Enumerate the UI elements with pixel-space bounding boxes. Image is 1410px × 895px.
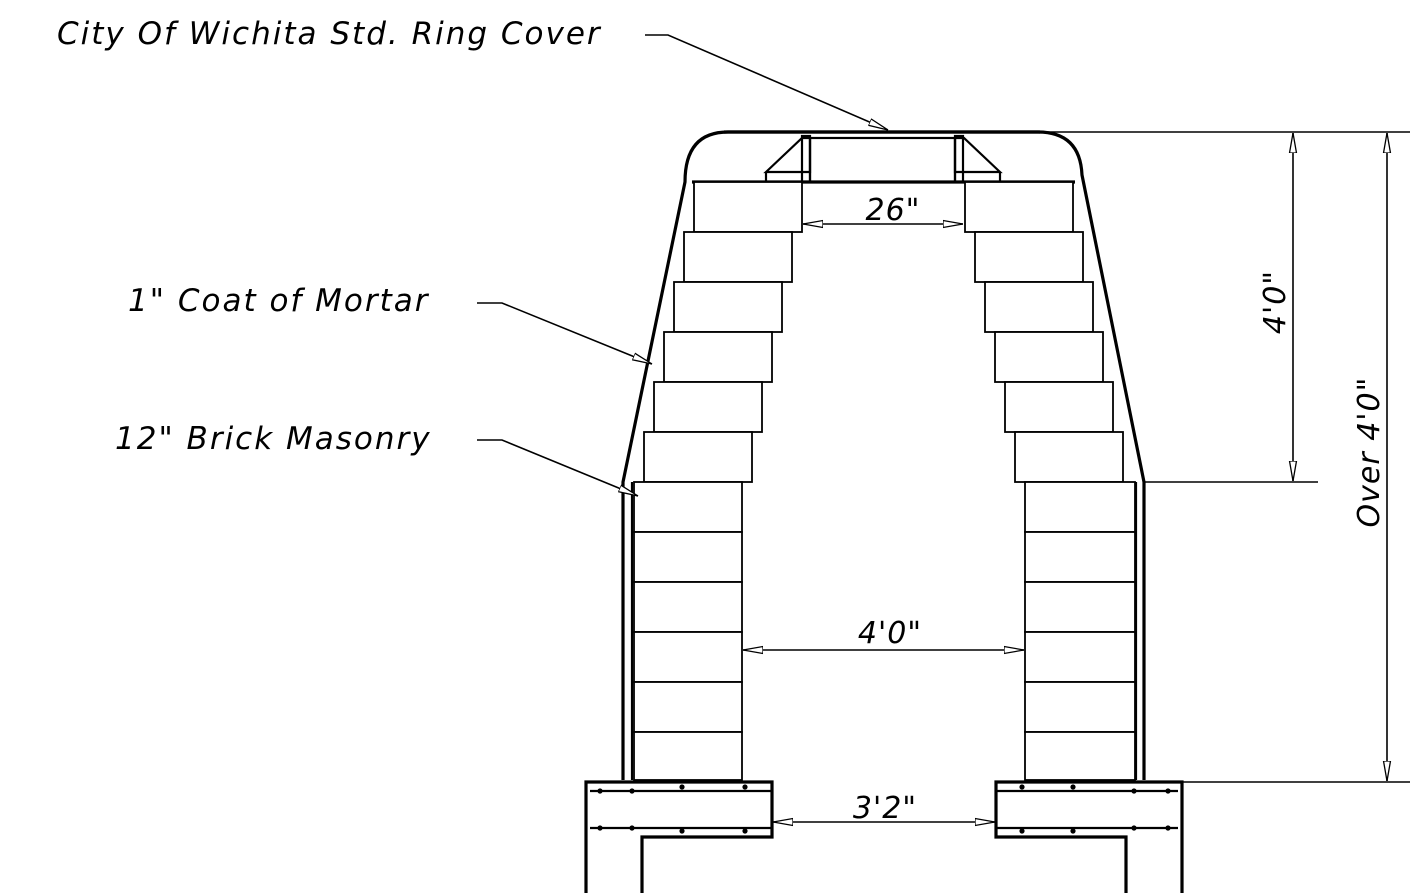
label-ring-cover: City Of Wichita Std. Ring Cover [57, 16, 602, 52]
leader-mortar [477, 302, 652, 365]
dimension-opening: 26" [866, 193, 921, 228]
label-brick-masonry: 12" Brick Masonry [115, 421, 432, 457]
brick-wall-right [964, 181, 1136, 781]
brick-wall-left [633, 181, 803, 781]
ring-cover [692, 130, 1075, 184]
leader-brick [477, 439, 638, 497]
base-slab [584, 780, 1184, 893]
dimension-total-height: Over 4'0" [1352, 377, 1387, 528]
label-mortar: 1" Coat of Mortar [128, 283, 430, 319]
dimension-inner-width: 4'0" [858, 616, 922, 651]
leader-ring-cover [645, 34, 888, 131]
extension-lines [1040, 131, 1410, 783]
dimension-base-opening: 3'2" [853, 791, 917, 826]
dimension-cone-height: 4'0" [1258, 270, 1293, 334]
